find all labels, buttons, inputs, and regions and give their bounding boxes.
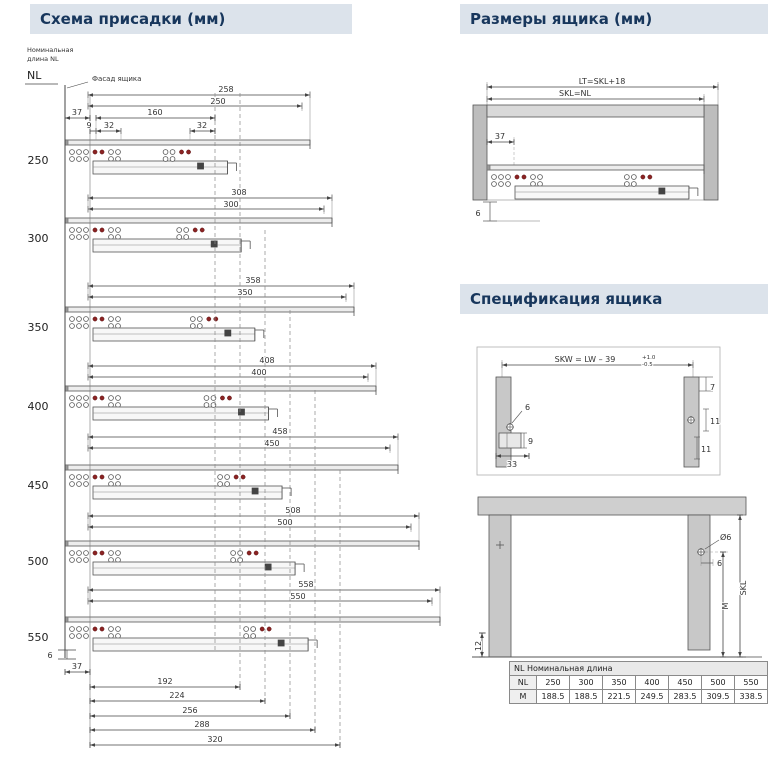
- nl-table-title: NL Номинальная длина: [509, 661, 768, 676]
- row-header-nl: NL: [509, 675, 537, 690]
- dim-outer-label: 258: [218, 85, 233, 94]
- dim-inner-label: 450: [264, 439, 279, 448]
- dim-inner-label: 300: [223, 200, 238, 209]
- dim-outer-label: 308: [231, 188, 246, 197]
- nl-axis-label: NL: [27, 69, 42, 82]
- nl-value-label: 350: [28, 321, 49, 334]
- table-cell: 338.5: [734, 689, 768, 704]
- nl-value-label: 250: [28, 154, 49, 167]
- table-cell: 221.5: [602, 689, 636, 704]
- dim-11b-label: 11: [701, 445, 711, 454]
- table-cell: 550: [734, 675, 768, 690]
- table-cell: 283.5: [668, 689, 702, 704]
- dim-6-right-label: 6: [475, 209, 480, 218]
- nl-value-label: 500: [28, 555, 49, 568]
- dim-256-label: 256: [182, 706, 197, 715]
- dim-outer-label: 508: [285, 506, 300, 515]
- dim-inner-label: 500: [277, 518, 292, 527]
- dim-32a-label: 32: [104, 121, 114, 130]
- dim-12-label: 12: [474, 641, 483, 651]
- diagram-linework: [25, 81, 762, 748]
- dim-9-label: 9: [86, 121, 91, 130]
- dim-288-label: 288: [194, 720, 209, 729]
- table-cell: 450: [668, 675, 702, 690]
- section-title-drilling-scheme: Схема присадки (мм): [30, 4, 352, 34]
- table-row-m: M 188.5 188.5 221.5 249.5 283.5 309.5 33…: [509, 689, 768, 704]
- nominal-length-caption-line1: Номинальная: [27, 46, 73, 54]
- nl-value-label: 550: [28, 631, 49, 644]
- table-cell: 249.5: [635, 689, 669, 704]
- nl-table-title-row: NL Номинальная длина: [509, 661, 768, 676]
- table-row-nl: NL 250 300 350 400 450 500 550: [509, 675, 768, 690]
- table-cell: 250: [536, 675, 570, 690]
- dim-inner-label: 350: [237, 288, 252, 297]
- skw-tolerance-minus: -0.5: [642, 362, 653, 368]
- dim-outer-label: 558: [298, 580, 313, 589]
- dim-lt-label: LT=SKL+18: [579, 77, 626, 86]
- table-cell: 350: [602, 675, 636, 690]
- dim-inner-label: 250: [210, 97, 225, 106]
- nl-value-label: 400: [28, 400, 49, 413]
- nl-value-label: 450: [28, 479, 49, 492]
- row-header-m: M: [509, 689, 537, 704]
- dim-160-label: 160: [147, 108, 162, 117]
- table-cell: 400: [635, 675, 669, 690]
- dim-6-front-label: 6: [717, 559, 722, 568]
- dim-inner-label: 550: [290, 592, 305, 601]
- hole-diameter-label: Ø6: [720, 532, 731, 542]
- nominal-length-caption-line2: длина NL: [27, 55, 59, 63]
- skl-vertical-label: SKL: [739, 580, 748, 595]
- dim-37-right-label: 37: [495, 132, 505, 141]
- section-title-drawer-dimensions: Размеры ящика (мм): [460, 4, 768, 34]
- skw-tolerance-plus: +1.0: [642, 355, 656, 361]
- dim-224-label: 224: [169, 691, 184, 700]
- dim-6-spec-label: 6: [525, 403, 530, 412]
- table-cell: 188.5: [536, 689, 570, 704]
- dim-320-label: 320: [207, 735, 222, 744]
- dim-inner-label: 400: [251, 368, 266, 377]
- dim-37-label: 37: [72, 108, 82, 117]
- dim-9-spec-label: 9: [528, 437, 533, 446]
- dim-33-label: 33: [507, 460, 517, 469]
- dim-outer-label: 358: [245, 276, 260, 285]
- dim-skl-nl-label: SKL=NL: [559, 89, 591, 98]
- dim-outer-label: 408: [259, 356, 274, 365]
- nl-value-label: 300: [28, 232, 49, 245]
- dim-37-bottom-label: 37: [72, 662, 82, 671]
- dim-7-label: 7: [710, 383, 715, 392]
- nl-table: NL Номинальная длина NL 250 300 350 400 …: [509, 661, 768, 704]
- dim-6-label: 6: [47, 651, 52, 660]
- table-cell: 500: [701, 675, 735, 690]
- dim-32b-label: 32: [197, 121, 207, 130]
- table-cell: 188.5: [569, 689, 603, 704]
- dim-192-label: 192: [157, 677, 172, 686]
- m-vertical-label: M: [721, 602, 730, 609]
- table-cell: 300: [569, 675, 603, 690]
- dim-skw-label: SKW = LW – 39: [555, 355, 616, 364]
- section-title-drawer-spec: Спецификация ящика: [460, 284, 768, 314]
- table-cell: 309.5: [701, 689, 735, 704]
- dim-11a-label: 11: [710, 417, 720, 426]
- facade-label: Фасад ящика: [92, 75, 141, 83]
- dim-outer-label: 458: [272, 427, 287, 436]
